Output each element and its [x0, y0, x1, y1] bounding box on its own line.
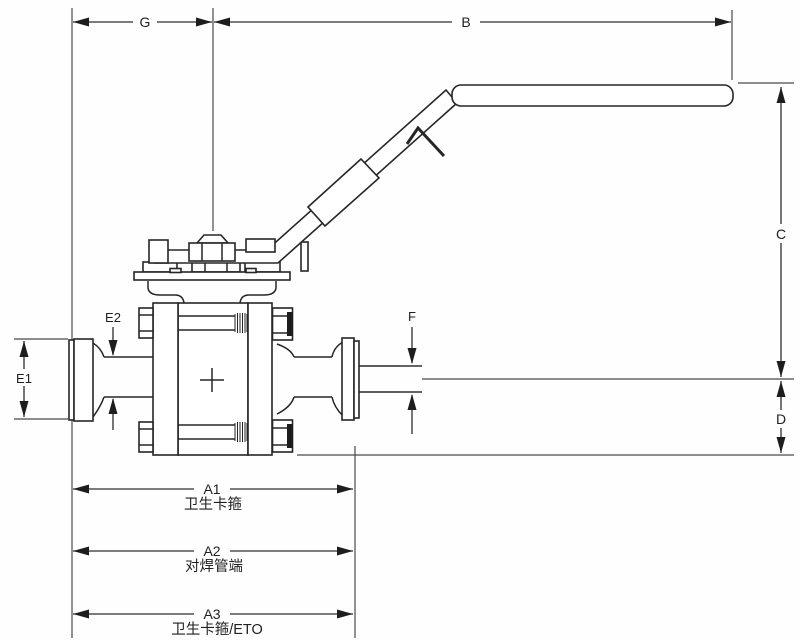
- dimension-B: B: [214, 14, 731, 30]
- plate-tab-left: [169, 267, 182, 274]
- body-bolts: [178, 313, 248, 442]
- extension-lines: [71, 8, 794, 638]
- hex-nut-shading: [287, 312, 293, 336]
- dimension-label-a1: A1: [203, 481, 220, 497]
- right-neck-flare-bottom: [276, 396, 295, 415]
- dimension-label-f: F: [408, 309, 416, 324]
- left-ferrule-flange: [73, 338, 94, 422]
- annotation-a2: 对焊管端: [185, 558, 243, 575]
- dimension-label-e2: E2: [105, 310, 121, 325]
- handle-grip: [451, 84, 734, 107]
- dimension-E2: E2: [105, 310, 121, 430]
- dimensions: G B C D E1: [12, 14, 790, 638]
- dimension-D: D: [772, 381, 790, 453]
- hex-head: [138, 421, 154, 453]
- handle-end-block: [148, 239, 169, 264]
- handle-bend-block: [245, 238, 276, 253]
- handle-latch-rod: [405, 125, 446, 158]
- dimension-label-b: B: [461, 14, 470, 30]
- end-cap-flange-left: [152, 302, 179, 456]
- handle-lock-sleeve: [306, 157, 381, 228]
- hex-head: [138, 307, 154, 339]
- bonnet-neck-left: [147, 281, 185, 304]
- hex-nut-shading: [287, 424, 293, 448]
- plate-tab-right: [245, 267, 257, 274]
- mounting-plate: [133, 271, 291, 281]
- dimension-F: F: [400, 309, 422, 434]
- dimension-A2: A2 对焊管端: [73, 543, 353, 575]
- left-port: [68, 338, 153, 422]
- right-port: [276, 337, 422, 421]
- dimension-label-g: G: [140, 14, 151, 30]
- dimension-G: G: [73, 14, 212, 30]
- valve-assembly: [68, 84, 734, 456]
- right-ferrule-face: [353, 340, 360, 419]
- handle-shaft: [154, 88, 459, 264]
- stem-nut: [188, 242, 236, 262]
- end-cap-flange-right: [247, 302, 273, 456]
- dimension-A1: A1 卫生卡箍: [73, 481, 353, 513]
- dimension-label-c: C: [776, 226, 786, 242]
- dimension-label-a2: A2: [203, 543, 220, 559]
- stem-nut-crown: [195, 234, 230, 244]
- dimension-A3: A3 卫生卡箍/ETO: [73, 606, 353, 638]
- dimension-C: C: [772, 87, 790, 377]
- bonnet-neck-right: [239, 281, 277, 304]
- annotation-a1: 卫生卡箍: [184, 496, 242, 513]
- right-ferrule-flange: [341, 337, 355, 421]
- dimension-E1: E1: [12, 338, 68, 420]
- bolt-hex-heads: [138, 307, 294, 453]
- right-neck-flare-top: [276, 343, 295, 358]
- annotation-a3: 卫生卡箍/ETO: [171, 621, 263, 638]
- top-bolt-threads: [234, 313, 248, 333]
- bottom-bolt-threads: [234, 422, 248, 442]
- left-cone-top: [92, 342, 105, 358]
- dimension-label-d: D: [776, 411, 786, 427]
- left-cone-bottom: [92, 396, 105, 418]
- dimension-label-a3: A3: [203, 606, 220, 622]
- handle-stop-tab: [300, 241, 309, 272]
- dimension-label-e1: E1: [16, 371, 32, 386]
